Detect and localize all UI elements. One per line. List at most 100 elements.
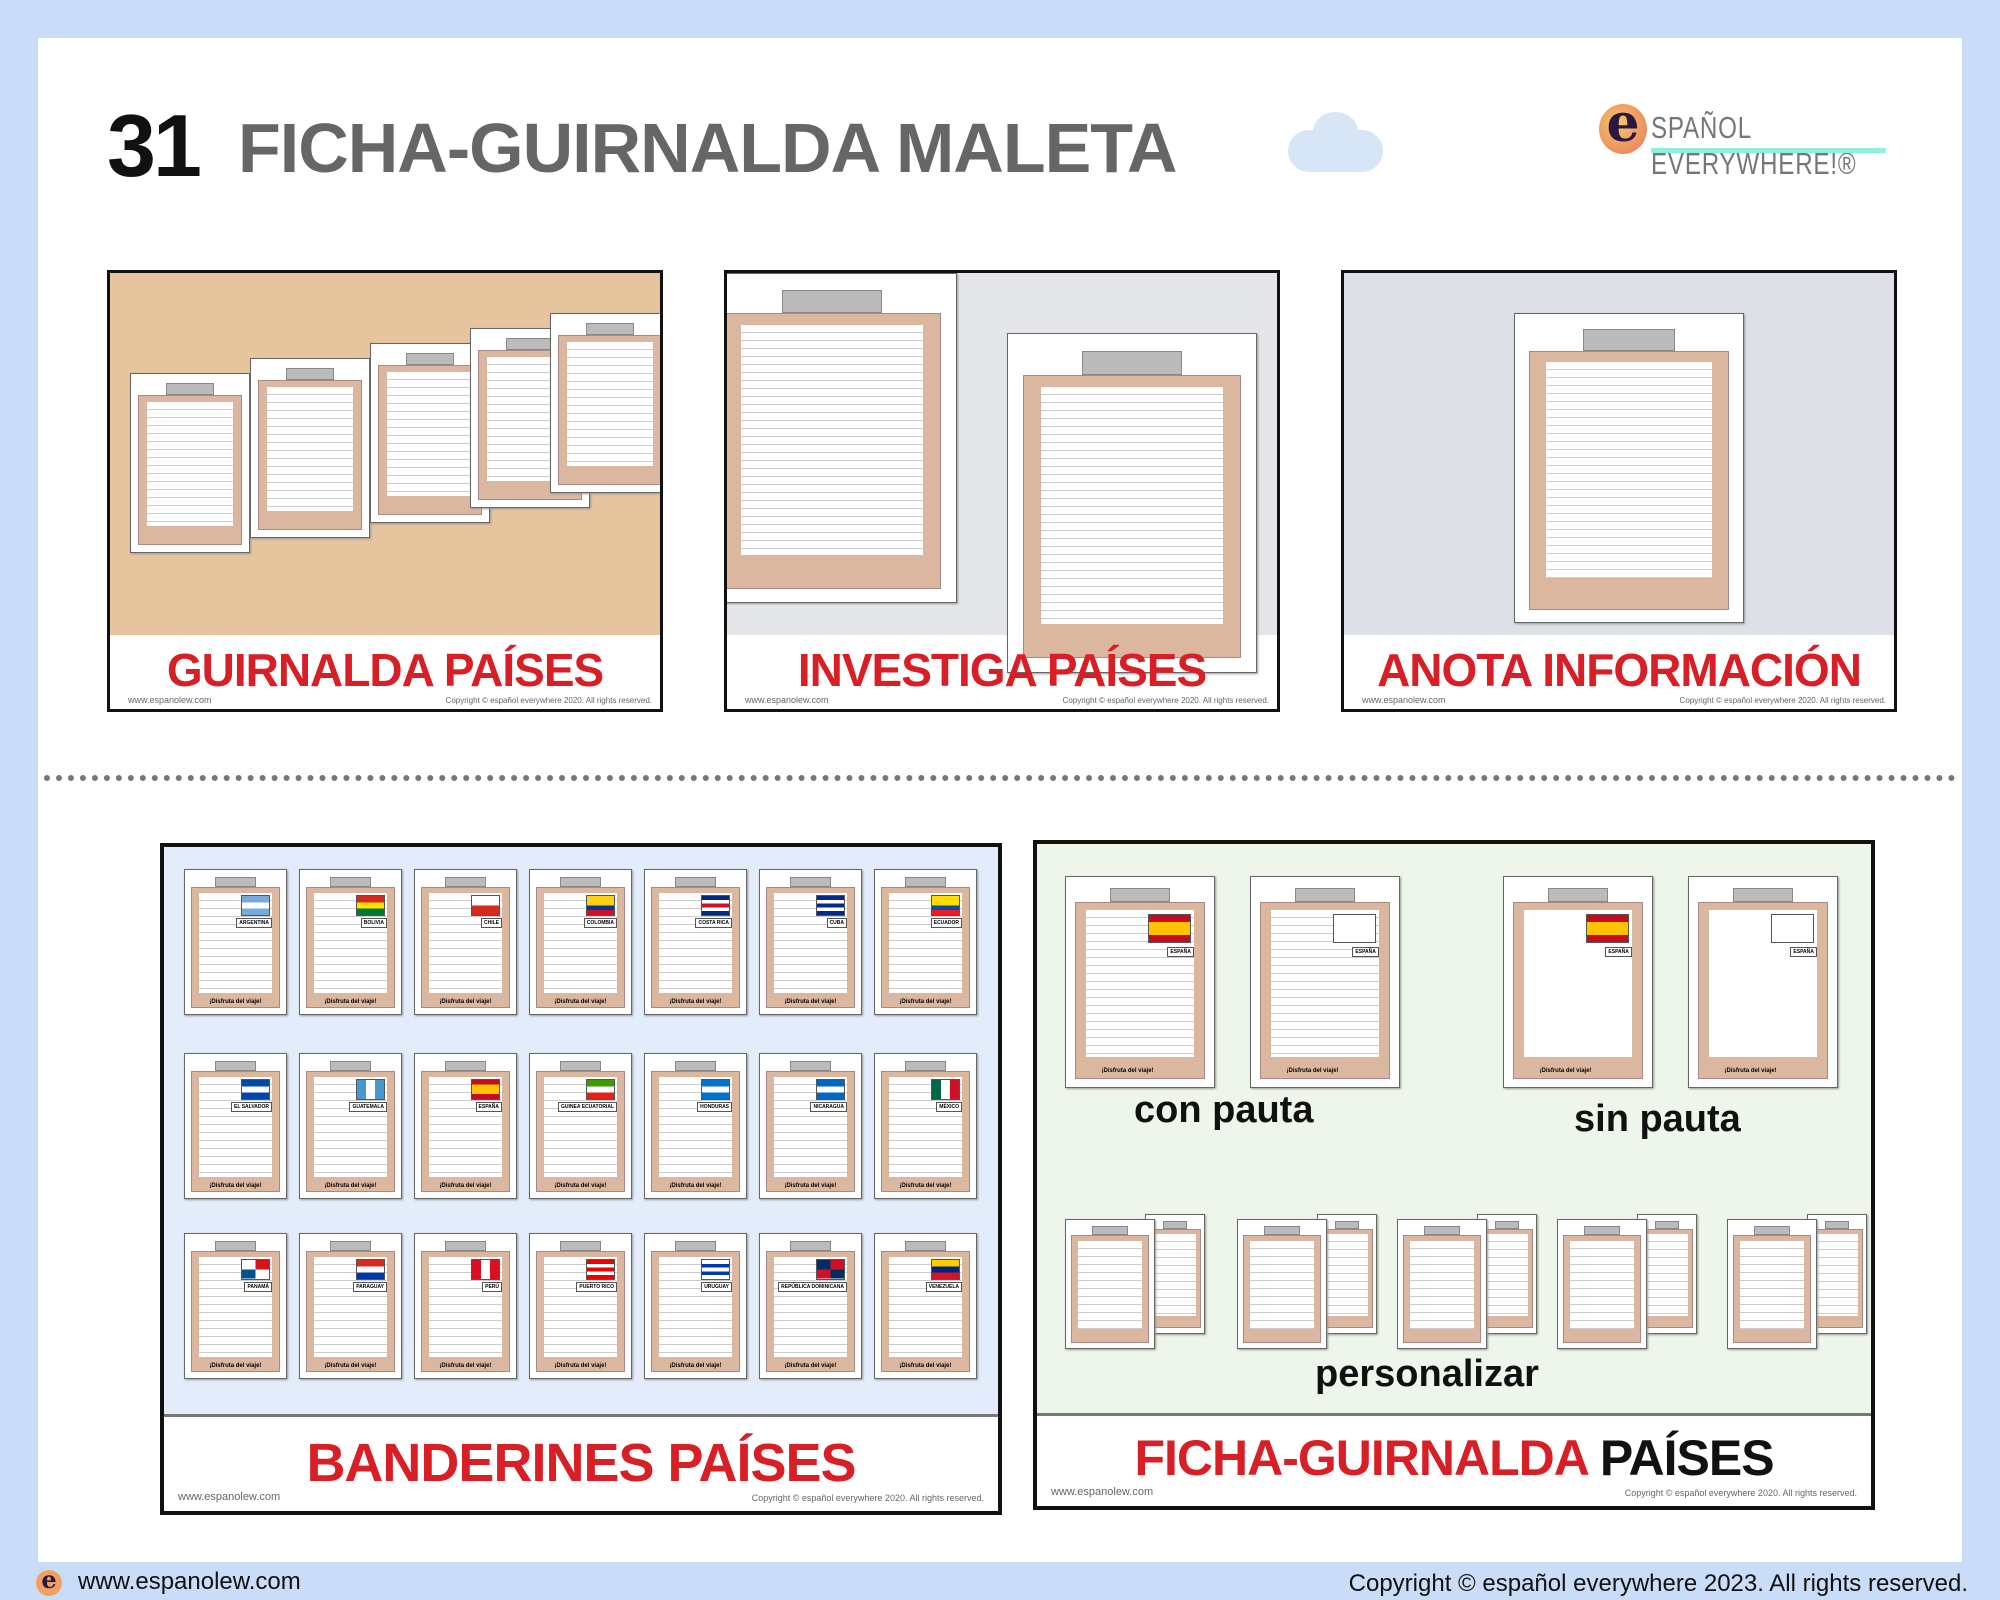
- clip-icon: [445, 877, 486, 888]
- sheet-lines: [1570, 1240, 1634, 1330]
- sheet-lines: [267, 387, 353, 512]
- country-name: ARGENTINA: [236, 918, 273, 928]
- sheet-footer-text: ¡Disfruta del viaje!: [324, 1362, 377, 1369]
- footer-url-link[interactable]: www.espanolew.com: [78, 1568, 301, 1595]
- sheet-lines: [1486, 1234, 1528, 1316]
- sheet-frame: [558, 335, 660, 485]
- sheet-frame: [1403, 1235, 1481, 1343]
- country-name: GUINEA ECUATORIAL: [558, 1102, 618, 1112]
- sheet-frame: [258, 380, 362, 530]
- page-number: 31: [107, 96, 202, 195]
- banderines-url: www.espanolew.com: [178, 1491, 281, 1503]
- sheet-lines: [1410, 1240, 1474, 1330]
- clip-icon: [1548, 887, 1608, 903]
- flag-icon: [470, 1259, 501, 1280]
- sheet-frame: COLOMBIA¡Disfruta del viaje!: [536, 887, 625, 1009]
- flag-sheet: [1065, 1219, 1155, 1349]
- sheet-frame: [727, 313, 942, 589]
- sheet-footer-text: ¡Disfruta del viaje!: [899, 1182, 952, 1189]
- brand-logo: e SPAÑOL EVERYWHERE!®: [1595, 88, 1915, 181]
- country-name: PARAGUAY: [353, 1282, 388, 1292]
- sheet-footer-text: ¡Disfruta del viaje!: [324, 1182, 377, 1189]
- flag-icon: [585, 1259, 616, 1280]
- sheet-frame: ESPAÑA¡Disfruta del viaje!: [1259, 902, 1391, 1079]
- photo-url: www.espanolew.com: [745, 695, 829, 705]
- sheet-lines: [741, 325, 923, 556]
- sheet-lines: [1545, 362, 1713, 578]
- clip-icon: [445, 1061, 486, 1072]
- sheet-frame: ESPAÑA¡Disfruta del viaje!: [1512, 902, 1644, 1079]
- sheet-frame: PARAGUAY ¡Disfruta del viaje!: [306, 1251, 395, 1373]
- flag-sheet: GUINEA ECUATORIAL ¡Disfruta del viaje!: [529, 1053, 632, 1199]
- clip-icon: [330, 1061, 371, 1072]
- flag-sheet: VENEZUELA¡Disfruta del viaje!: [874, 1233, 977, 1379]
- sheet-frame: ESPAÑA¡Disfruta del viaje!: [1074, 902, 1206, 1079]
- banderines-image: ARGENTINA¡Disfruta del viaje!BOLIVIA¡Dis…: [164, 847, 998, 1417]
- clip-icon: [905, 877, 946, 888]
- flag-sheet: [1145, 1214, 1205, 1334]
- clip-icon: [560, 877, 601, 888]
- flag-icon: [700, 1259, 731, 1280]
- flag-sheet: [1727, 1219, 1817, 1349]
- sheet-lines: [1816, 1234, 1858, 1316]
- flag-sheet: COLOMBIA¡Disfruta del viaje!: [529, 869, 632, 1015]
- clip-icon: [1082, 350, 1182, 375]
- sheet-frame: [1243, 1235, 1321, 1343]
- sheet-footer-text: ¡Disfruta del viaje!: [784, 1362, 837, 1369]
- sheet-footer-text: ¡Disfruta del viaje!: [324, 998, 377, 1005]
- flag-sheet: HONDURAS¡Disfruta del viaje!: [644, 1053, 747, 1199]
- sheet-footer-text: ¡Disfruta del viaje!: [784, 998, 837, 1005]
- sheet-frame: CUBA¡Disfruta del viaje!: [766, 887, 855, 1009]
- clip-icon: [215, 1061, 256, 1072]
- flag-sheet: ESPAÑA¡Disfruta del viaje!: [1250, 876, 1400, 1088]
- sheet-footer-text: ¡Disfruta del viaje!: [784, 1182, 837, 1189]
- clip-icon: [1655, 1220, 1679, 1230]
- sheet-footer-text: ¡Disfruta del viaje!: [439, 1362, 492, 1369]
- flag-sheet: [1477, 1214, 1537, 1334]
- sheet-frame: HONDURAS¡Disfruta del viaje!: [651, 1071, 740, 1193]
- clip-icon: [1495, 1220, 1519, 1230]
- ficha-caption-black: PAÍSES: [1599, 1430, 1775, 1486]
- page-title: FICHA-GUIRNALDA MALETA: [238, 109, 1177, 187]
- flag-sheet: REPÚBLICA DOMINICANA ¡Disfruta del viaje!: [759, 1233, 862, 1379]
- sheet-frame: [1149, 1229, 1201, 1329]
- sheet-footer-text: ¡Disfruta del viaje!: [554, 1182, 607, 1189]
- sheet-lines: [1078, 1240, 1142, 1330]
- sheet-frame: EL SALVADOR¡Disfruta del viaje!: [191, 1071, 280, 1193]
- clip-icon: [1335, 1220, 1359, 1230]
- country-name: REPÚBLICA DOMINICANA: [778, 1282, 848, 1292]
- sheet-lines: [1646, 1234, 1688, 1316]
- sheet-frame: [1321, 1229, 1373, 1329]
- country-name: EL SALVADOR: [231, 1102, 273, 1112]
- flag-sheet: NICARAGUA ¡Disfruta del viaje!: [759, 1053, 862, 1199]
- sheet-frame: NICARAGUA ¡Disfruta del viaje!: [766, 1071, 855, 1193]
- clip-icon: [1733, 887, 1793, 903]
- sheet-frame: ESPAÑA¡Disfruta del viaje!: [1697, 902, 1829, 1079]
- sheet-frame: MÉXICO ¡Disfruta del viaje!: [881, 1071, 970, 1193]
- sheet-frame: ARGENTINA¡Disfruta del viaje!: [191, 887, 280, 1009]
- flag-sheet: GUATEMALA ¡Disfruta del viaje!: [299, 1053, 402, 1199]
- flag-icon: [815, 1259, 846, 1280]
- dotted-divider: [44, 775, 1956, 781]
- flag-icon: [815, 1079, 846, 1100]
- country-name: MÉXICO: [936, 1102, 963, 1112]
- country-name: GUATEMALA: [349, 1102, 388, 1112]
- photo-copyright: Copyright © español everywhere 2020. All…: [445, 696, 652, 705]
- country-name: PANAMÁ: [244, 1282, 273, 1292]
- clip-icon: [560, 1061, 601, 1072]
- country-name: ESPAÑA: [1790, 946, 1817, 957]
- country-name: ESPAÑA: [1605, 946, 1632, 957]
- clip-icon: [586, 322, 634, 336]
- photo-card: ANOTA INFORMACIÓN www.espanolew.com Copy…: [1341, 270, 1897, 712]
- country-name: BOLIVIA: [360, 918, 388, 928]
- country-name: ECUADOR: [930, 918, 963, 928]
- flag-icon: [240, 1079, 271, 1100]
- flag-icon: [930, 895, 961, 916]
- clip-icon: [1424, 1226, 1460, 1236]
- flag-sheet: URUGUAY¡Disfruta del viaje!: [644, 1233, 747, 1379]
- country-name: NICARAGUA: [810, 1102, 848, 1112]
- clip-icon: [790, 1241, 831, 1252]
- flag-sheet: [250, 358, 370, 538]
- flag-icon: [470, 895, 501, 916]
- flag-icon: [930, 1259, 961, 1280]
